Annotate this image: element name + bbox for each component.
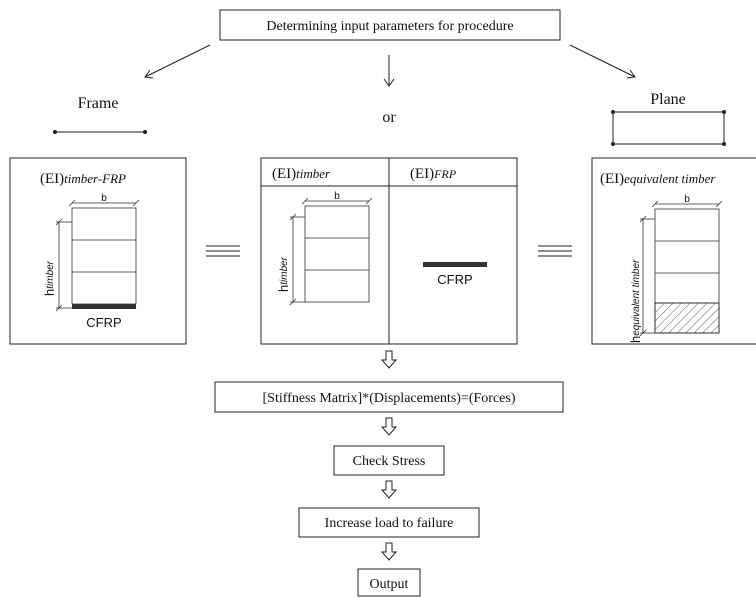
output-box: Output bbox=[357, 568, 421, 597]
equivalent-hatched-area bbox=[654, 302, 720, 334]
panel-right-b-label: b bbox=[684, 194, 690, 205]
panel-timber-frp: (EI)timber-FRP b htimber CFRP bbox=[9, 157, 187, 345]
panel-left-title: (EI)timber-FRP bbox=[40, 171, 126, 187]
increase-load-box: Increase load to failure bbox=[298, 507, 480, 538]
flow-arrow-3 bbox=[380, 480, 398, 499]
panel-left-h-label: htimber bbox=[42, 260, 57, 296]
panel-middle-cfrp-label: CFRP bbox=[437, 272, 472, 287]
stiffness-matrix-box: [Stiffness Matrix]*(Displacements)=(Forc… bbox=[214, 381, 564, 413]
top-input-label: Determining input parameters for procedu… bbox=[266, 19, 513, 34]
panel-left-cfrp-label: CFRP bbox=[86, 315, 121, 330]
cfrp-strip bbox=[72, 304, 136, 309]
panel-equivalent-timber: (EI)equivalent timber b hequivalent timb… bbox=[591, 157, 756, 345]
panel-middle-h-label: htimber bbox=[276, 256, 291, 292]
plane-label: Plane bbox=[650, 91, 686, 108]
flow-arrow-4 bbox=[380, 542, 398, 561]
check-stress-label: Check Stress bbox=[353, 454, 426, 469]
increase-load-label: Increase load to failure bbox=[325, 516, 454, 531]
flow-arrow-1 bbox=[380, 350, 398, 369]
frame-icon bbox=[53, 130, 147, 134]
output-label: Output bbox=[370, 577, 409, 592]
flow-arrow-2 bbox=[380, 417, 398, 436]
panel-middle-left-title: (EI)timber bbox=[272, 166, 331, 182]
top-arrows bbox=[144, 44, 636, 87]
check-stress-box: Check Stress bbox=[333, 445, 445, 476]
panel-middle-right-title: (EI)FRP bbox=[410, 166, 457, 182]
equivalence-sign-right bbox=[538, 245, 572, 257]
panel-right-h-label: hequivalent timber bbox=[628, 259, 643, 343]
equivalence-sign-left bbox=[206, 245, 240, 257]
plane-icon bbox=[611, 110, 726, 146]
frame-label: Frame bbox=[78, 95, 119, 112]
panel-right-title: (EI)equivalent timber bbox=[600, 171, 716, 187]
panel-timber-and-frp: (EI)timber (EI)FRP b htimber CFRP bbox=[260, 157, 518, 345]
panel-left-b-label: b bbox=[101, 193, 107, 204]
cfrp-strip bbox=[423, 262, 487, 267]
or-label: or bbox=[382, 109, 396, 126]
top-input-box: Determining input parameters for procedu… bbox=[219, 9, 561, 41]
stiffness-matrix-label: [Stiffness Matrix]*(Displacements)=(Forc… bbox=[263, 391, 516, 406]
panel-middle-b-label: b bbox=[334, 191, 340, 202]
